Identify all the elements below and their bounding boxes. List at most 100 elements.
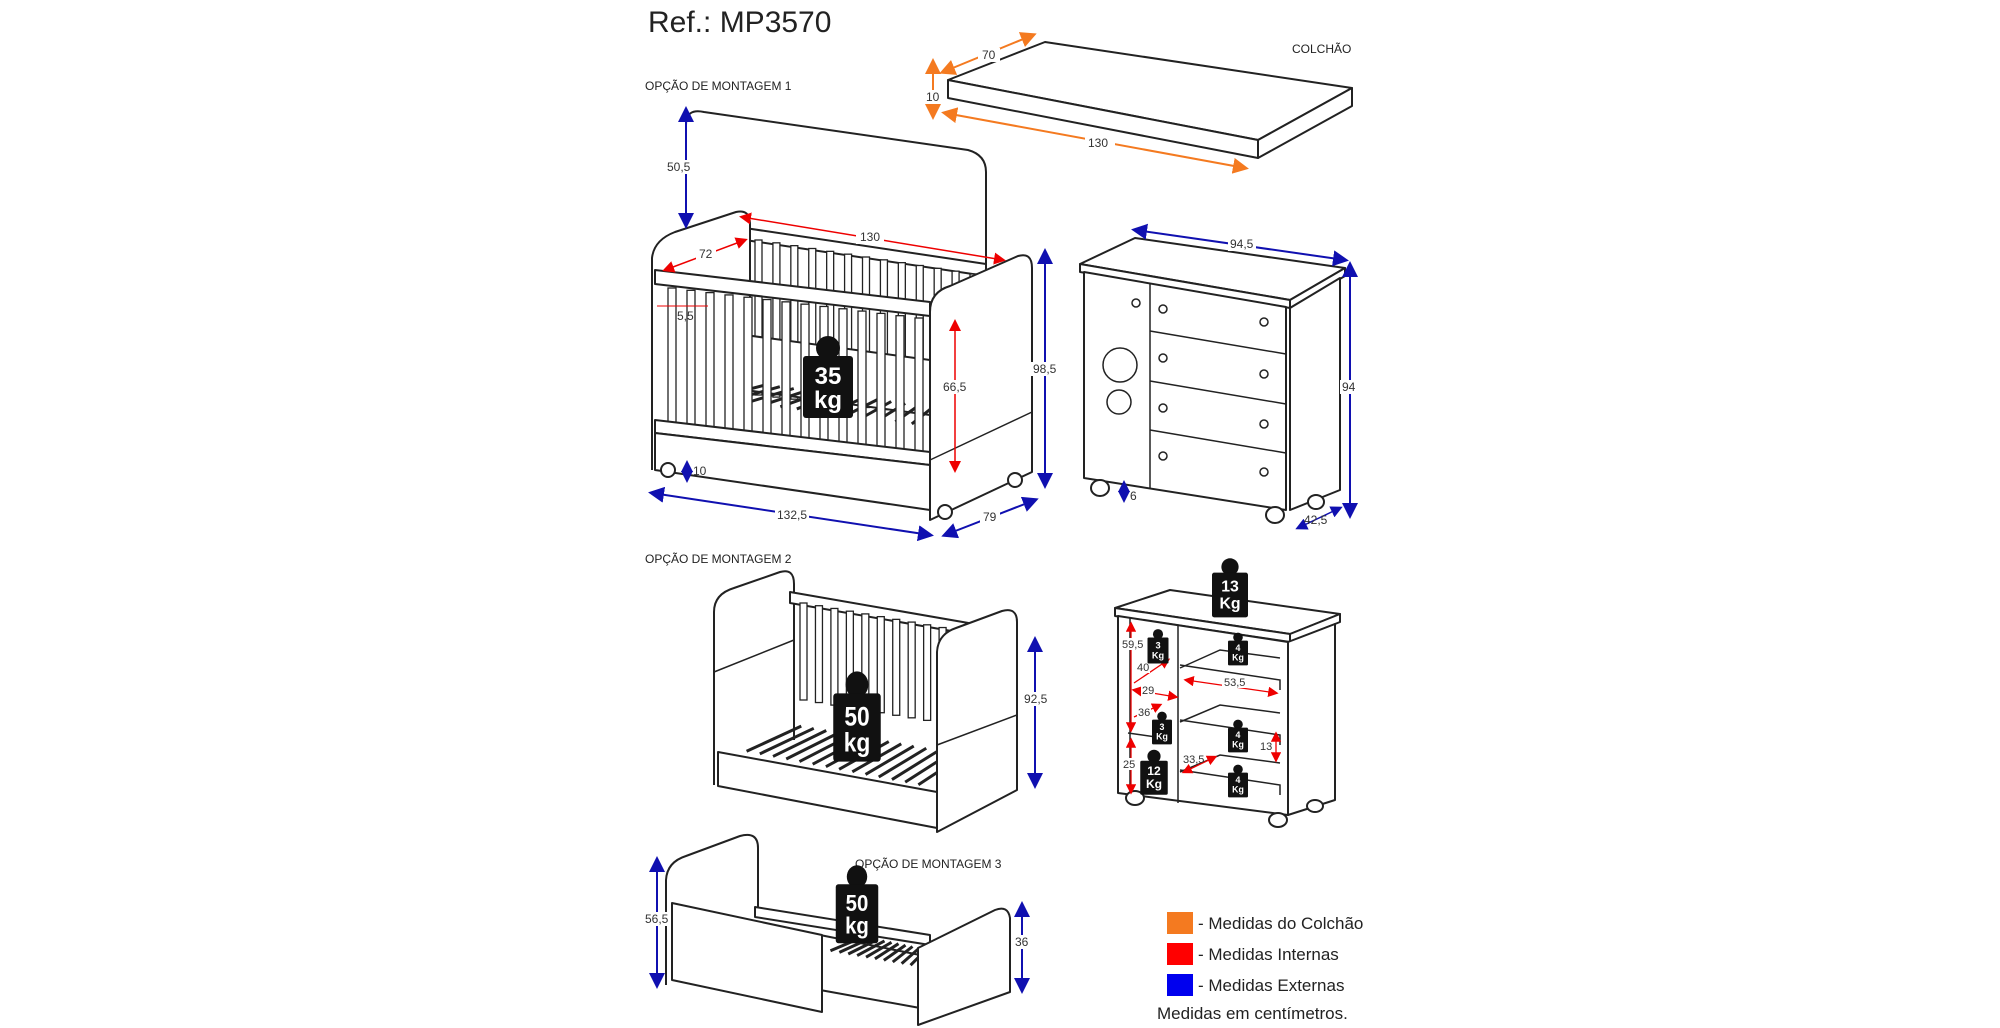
- legend-swatch-internal: [1167, 943, 1193, 965]
- crib-slat: [781, 301, 791, 440]
- weight-icon-crib2: 50 kg: [833, 671, 881, 762]
- bed-slat: [877, 746, 928, 779]
- crib1-headboard-dim: 50,5: [667, 160, 691, 174]
- mattress-drawing: 70 10 130: [924, 32, 1353, 174]
- option1-label: OPÇÃO DE MONTAGEM 1: [645, 79, 792, 93]
- weight-icon-crib3: 50 kg: [835, 865, 879, 944]
- svg-text:12: 12: [1147, 764, 1161, 778]
- crib-slat: [876, 312, 886, 452]
- svg-text:13: 13: [1221, 578, 1239, 595]
- bed-slat: [882, 943, 907, 962]
- crib2-height-dim: 92,5: [1024, 692, 1048, 706]
- dresser2-dim-c: 29: [1142, 685, 1154, 697]
- weight-icon-shelf-top: 3 Kg: [1147, 629, 1169, 664]
- svg-text:35: 35: [815, 363, 842, 390]
- crib1-floor-dim: 10: [693, 464, 707, 478]
- dresser2-dim-h: 33,5: [1183, 754, 1204, 766]
- weight-icon-drawer4: 4 Kg: [1228, 764, 1248, 798]
- legend: - Medidas do Colchão - Medidas Internas …: [1157, 912, 1363, 1023]
- dresser2-dim-f: 53,5: [1224, 677, 1245, 689]
- crib-slat: [705, 291, 715, 431]
- crib-slat: [667, 287, 677, 426]
- crib1-length-dim: 132,5: [777, 508, 807, 522]
- legend-note: Medidas em centímetros.: [1157, 1004, 1348, 1023]
- svg-text:4: 4: [1236, 643, 1241, 653]
- crib1-depth-dim: 79: [983, 510, 997, 524]
- svg-text:50: 50: [844, 703, 869, 732]
- dresser2-dim-g: 13: [1260, 741, 1272, 753]
- crib-slat: [892, 618, 901, 716]
- bed-slat: [865, 941, 893, 959]
- dresser1-height-dim: 94: [1342, 380, 1356, 394]
- crib-slat: [907, 621, 916, 719]
- dresser1-width-dim: 94,5: [1230, 237, 1254, 251]
- mattress-label: COLCHÃO: [1292, 42, 1351, 56]
- legend-item-mattress: - Medidas do Colchão: [1198, 914, 1363, 933]
- weight-icon-drawer3: 4 Kg: [1228, 719, 1248, 753]
- crib-option2-drawing: 92,5 50 kg: [713, 570, 1050, 833]
- crib-slat: [743, 296, 753, 435]
- legend-item-external: - Medidas Externas: [1198, 976, 1344, 995]
- svg-text:Kg: Kg: [1219, 596, 1240, 613]
- bed-slat: [874, 942, 900, 961]
- crib3-side-dim: 36: [1015, 935, 1029, 949]
- option3-label: OPÇÃO DE MONTAGEM 3: [855, 857, 1002, 871]
- dresser2-dim-a: 59,5: [1122, 639, 1143, 651]
- bed-slat: [900, 946, 921, 965]
- dresser2-dim-b: 40: [1137, 662, 1149, 674]
- crib1-inner-width-dim: 72: [699, 247, 713, 261]
- svg-text:Kg: Kg: [1156, 732, 1168, 742]
- mattress-length: 130: [1088, 136, 1108, 150]
- bed-slat: [864, 744, 915, 776]
- bed-slat: [745, 724, 802, 753]
- svg-text:kg: kg: [844, 729, 871, 758]
- legend-swatch-external: [1167, 974, 1193, 996]
- dresser2-dim-e: 25: [1123, 759, 1135, 771]
- weight-icon-crib1: 35 kg: [803, 336, 853, 418]
- crib-slat: [895, 315, 905, 454]
- bed-slat: [759, 726, 815, 756]
- weight-icon-drawer1: 4 Kg: [1228, 632, 1248, 666]
- crib3-height-dim: 56,5: [645, 912, 669, 926]
- svg-text:3: 3: [1160, 722, 1165, 732]
- weight-icon-shelf-mid: 3 Kg: [1152, 711, 1172, 745]
- crib-slat: [762, 298, 772, 438]
- bed-slat: [891, 749, 940, 781]
- svg-text:kg: kg: [845, 913, 869, 939]
- dresser2-dim-d: 36: [1138, 707, 1150, 719]
- svg-text:Kg: Kg: [1232, 653, 1244, 663]
- bed-slat: [772, 729, 827, 758]
- svg-text:Kg: Kg: [1232, 740, 1244, 750]
- bed-slat: [785, 731, 840, 761]
- weight-icon-top: 13 Kg: [1212, 558, 1248, 618]
- crib1-slat-gap-dim: 5,5: [677, 309, 694, 323]
- legend-swatch-mattress: [1167, 912, 1193, 934]
- crib-slat: [857, 310, 867, 449]
- svg-text:50: 50: [846, 890, 869, 916]
- weight-icon-door-bottom: 12 Kg: [1140, 749, 1168, 795]
- svg-text:Kg: Kg: [1152, 650, 1165, 660]
- page-title: Ref.: MP3570: [648, 6, 831, 39]
- mattress-height: 10: [926, 90, 940, 104]
- crib-slat: [914, 317, 924, 456]
- crib-option3-drawing: 56,5 36 50 kg: [644, 833, 1032, 1026]
- crib1-height-dim: 98,5: [1033, 362, 1057, 376]
- dresser1-feet-dim: 6: [1130, 489, 1137, 503]
- bed-slat: [856, 939, 886, 957]
- svg-text:kg: kg: [814, 387, 842, 414]
- crib-slat: [922, 624, 932, 722]
- svg-text:4: 4: [1236, 775, 1241, 785]
- svg-text:3: 3: [1155, 640, 1160, 650]
- svg-text:Kg: Kg: [1146, 777, 1162, 791]
- dresser-closed-drawing: 94,5 94 6 42,5: [1079, 223, 1358, 530]
- crib1-inner-height-dim: 66,5: [943, 380, 967, 394]
- dresser1-depth-dim: 42,5: [1304, 513, 1328, 527]
- svg-text:4: 4: [1236, 730, 1241, 740]
- dresser-open-drawing: 59,5 40 29 36 25 53,5 13 33,5 13 Kg 3 Kg…: [1114, 558, 1341, 828]
- crib-slat: [876, 615, 885, 714]
- mattress-width: 70: [982, 48, 996, 62]
- crib1-inner-length-dim: 130: [860, 230, 880, 244]
- svg-text:Kg: Kg: [1232, 785, 1244, 795]
- crib-slat: [724, 294, 734, 433]
